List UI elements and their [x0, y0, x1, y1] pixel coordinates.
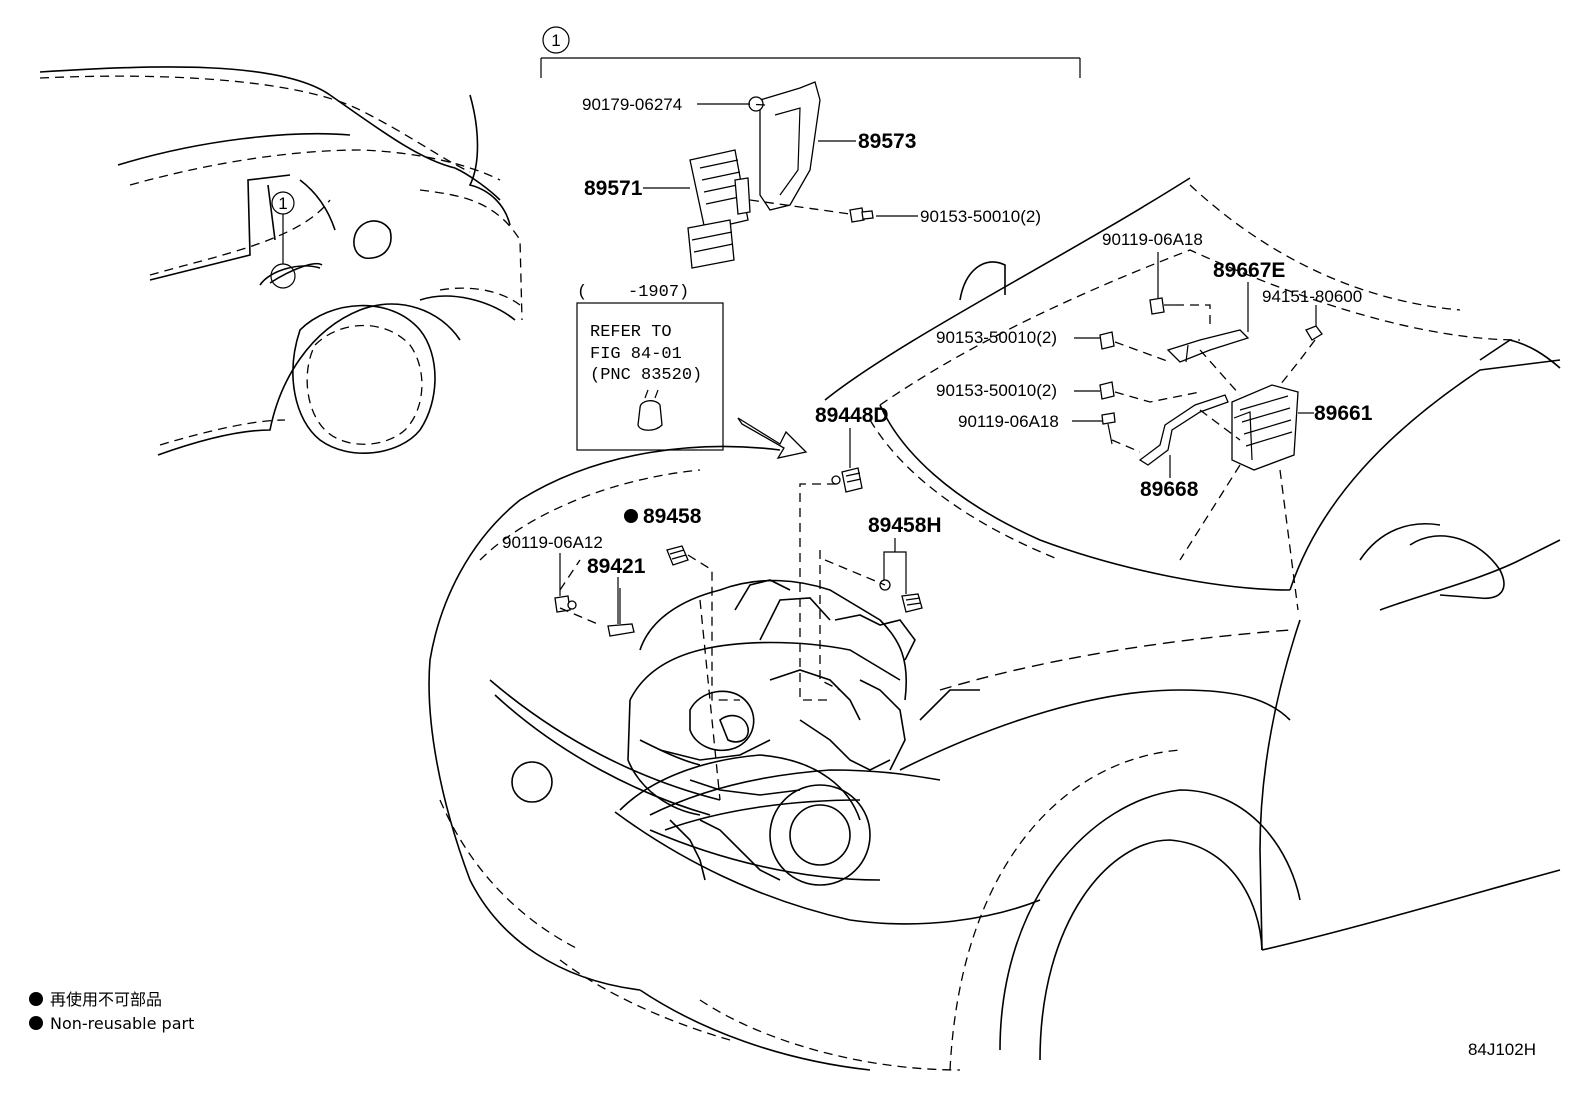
non-reusable-marker-89458 — [624, 509, 638, 523]
part-label-89571: 89571 — [584, 177, 643, 200]
rear-location-callout: 1 — [278, 194, 287, 213]
bolt-90119-06a12-illustration — [554, 595, 577, 613]
part-label-94151-80600: 94151-80600 — [1262, 287, 1362, 306]
assembly-bracket — [540, 26, 1081, 78]
part-label-89421: 89421 — [587, 555, 646, 578]
refer-range: ( -1907) — [577, 283, 689, 302]
refer-box — [576, 302, 724, 451]
part-label-90153-50010-low: 90153-50010(2) — [936, 381, 1057, 400]
sensor-89458-illustration — [666, 545, 689, 566]
rear-car-illustration — [39, 66, 523, 456]
bolt-90119-06a18-low-illustration — [1101, 412, 1116, 445]
ecu-89571-illustration — [687, 149, 751, 269]
legend-jp: 再使用不可部品 — [50, 990, 162, 1009]
bracket-89668-illustration — [1138, 394, 1229, 466]
clamp-89421-illustration — [607, 588, 635, 637]
sensor-89448d-illustration — [831, 467, 863, 493]
part-label-89458h: 89458H — [868, 514, 942, 537]
part-label-89448d: 89448D — [815, 404, 889, 427]
legend-bullet-en — [29, 1016, 43, 1030]
ecu-89661-illustration — [1231, 384, 1299, 471]
part-label-89668: 89668 — [1140, 478, 1199, 501]
refer-line-1: REFER TO — [590, 323, 672, 342]
front-car-illustration — [428, 177, 1561, 1071]
part-label-89458: 89458 — [643, 505, 702, 528]
bolt-90153-mid-illustration — [1099, 331, 1115, 400]
part-label-90153-50010-top: 90153-50010(2) — [920, 207, 1041, 226]
part-label-89667e: 89667E — [1213, 259, 1285, 282]
engine-illustration — [627, 579, 916, 881]
part-label-90179-06274: 90179-06274 — [582, 95, 682, 114]
sensor-89458h-illustration — [879, 579, 923, 613]
part-label-90119-06a12: 90119-06A12 — [502, 533, 603, 552]
legend-bullet-jp — [29, 992, 43, 1006]
figure-code: 84J102H — [1468, 1040, 1536, 1059]
refer-line-2: FIG 84-01 — [590, 345, 682, 364]
nut-94151-illustration — [1305, 325, 1323, 341]
part-label-89573: 89573 — [858, 130, 916, 153]
part-label-89661: 89661 — [1314, 402, 1373, 425]
legend-en: Non-reusable part — [50, 1014, 194, 1033]
part-label-90119-06a18-low: 90119-06A18 — [958, 412, 1059, 431]
assembly-callout: 1 — [551, 31, 560, 50]
bracket-89667e-illustration — [1166, 329, 1250, 363]
direction-arrow — [737, 417, 808, 459]
bolt-90153-top — [849, 207, 874, 223]
bracket-89573-illustration — [748, 81, 821, 211]
part-label-90119-06a18-top: 90119-06A18 — [1102, 230, 1203, 249]
refer-line-3: (PNC 83520) — [590, 366, 702, 385]
part-label-90153-50010-mid: 90153-50010(2) — [936, 328, 1057, 347]
bolt-90119-06a18-top-illustration — [1149, 297, 1175, 315]
